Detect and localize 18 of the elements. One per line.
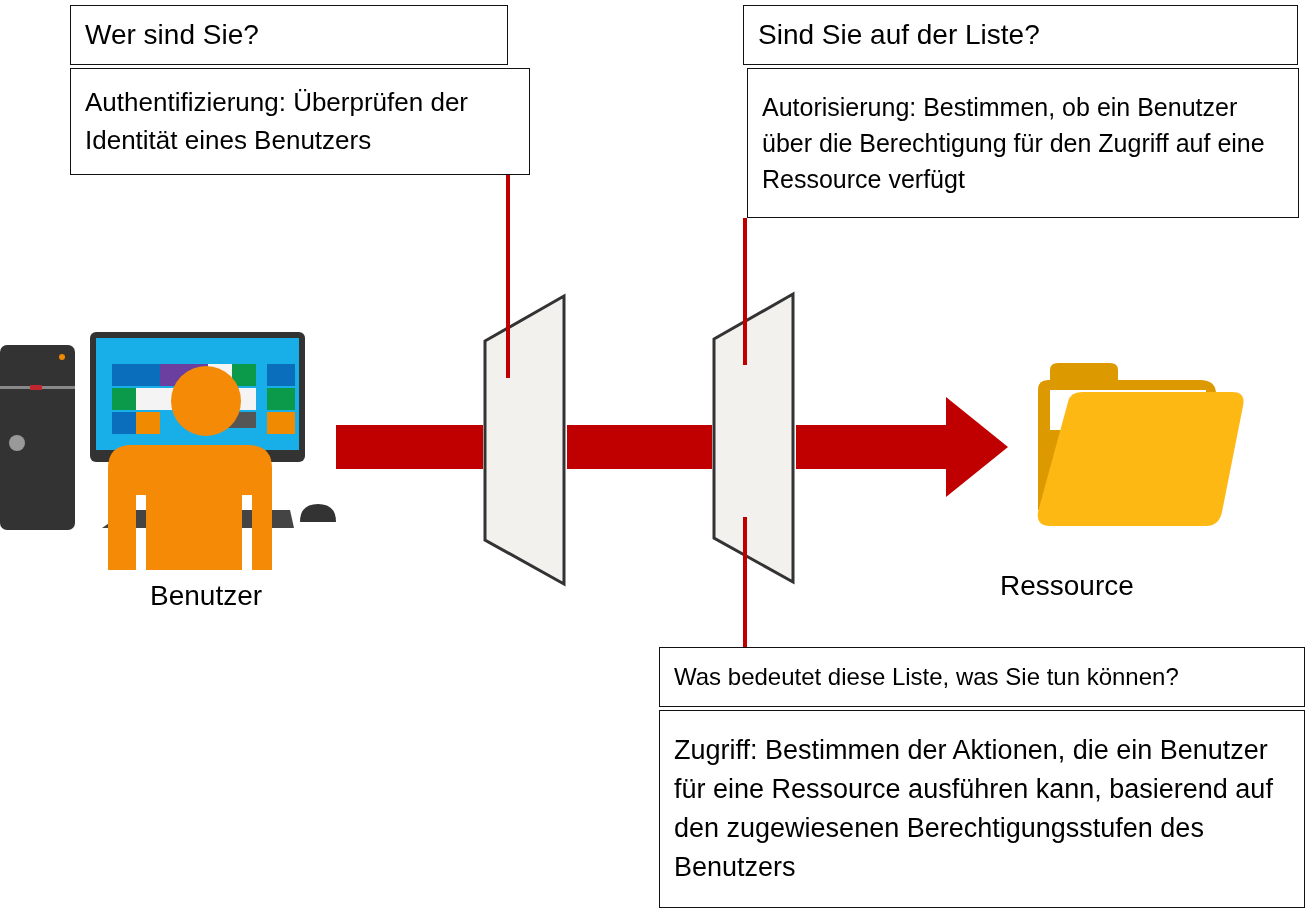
leader-line [506,175,510,378]
callout-box [743,5,1298,65]
callout-box [659,710,1305,908]
callout-text: Was bedeutet diese Liste, was Sie tun können? [674,661,1180,692]
leader-line [743,218,747,365]
callout-text: Autorisierung: Bestimmen, ob ein Benutzer über die Berechtigung für den Zugriff auf eine Ressource verfügt [762,91,1266,196]
callout-box [747,68,1299,218]
flow-arrow [796,397,1008,497]
leader-line [743,517,747,647]
caption-label: Ressource [1000,570,1134,602]
callout-text: Zugriff: Bestimmen der Aktionen, die ein Benutzer für eine Ressource ausführen kann, basierend auf den zugewiesenen Berechtigungsstufen des Benutzers [674,733,1274,885]
callout-text: Authentifizierung: Überprüfen der Identität eines Benutzers [85,85,469,157]
callout-box [70,5,508,65]
callout-box [659,647,1305,707]
caption-label: Benutzer [150,580,263,612]
callout-text: Wer sind Sie? [85,17,260,52]
callout-box [70,68,530,175]
callout-text: Sind Sie auf der Liste? [758,17,1041,52]
